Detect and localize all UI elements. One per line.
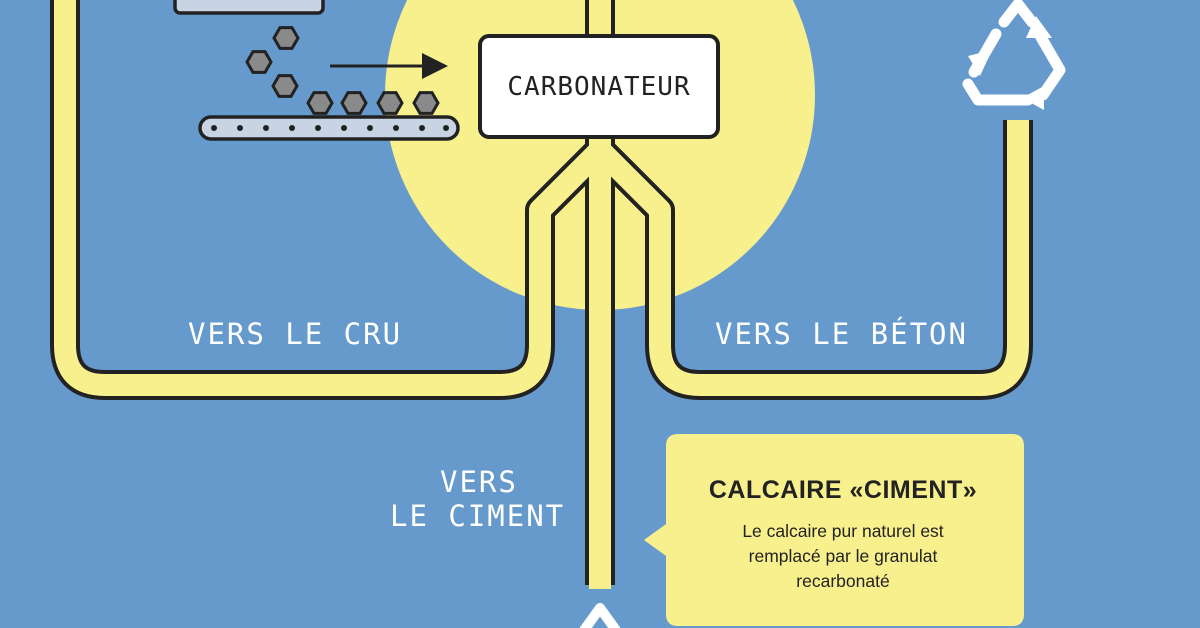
gravel-on-conveyor	[306, 91, 440, 115]
conveyor-belt	[198, 115, 460, 141]
gravel-falling	[245, 26, 300, 98]
arrow-right-icon	[330, 53, 448, 79]
label-to-cement-line1: VERS	[440, 465, 518, 499]
label-to-raw: VERS LE CRU	[188, 317, 403, 351]
callout-bubble	[644, 434, 1024, 626]
carbonator-box	[478, 34, 720, 139]
label-to-concrete: VERS LE BÉTON	[715, 317, 968, 351]
label-to-cement-line2: LE CIMENT	[390, 499, 566, 533]
callout-body: Le calcaire pur naturel est remplacé par…	[742, 521, 944, 591]
carbonator-label: CARBONATEUR	[507, 71, 691, 102]
hopper	[173, 0, 325, 15]
pipes	[50, 0, 1033, 589]
callout-title: CALCAIRE «CIMENT»	[708, 476, 978, 504]
recycle-icon	[962, 0, 1066, 110]
recycle-icon	[579, 603, 621, 628]
callout: CALCAIRE «CIMENT» Le calcaire pur nature…	[664, 440, 1022, 620]
